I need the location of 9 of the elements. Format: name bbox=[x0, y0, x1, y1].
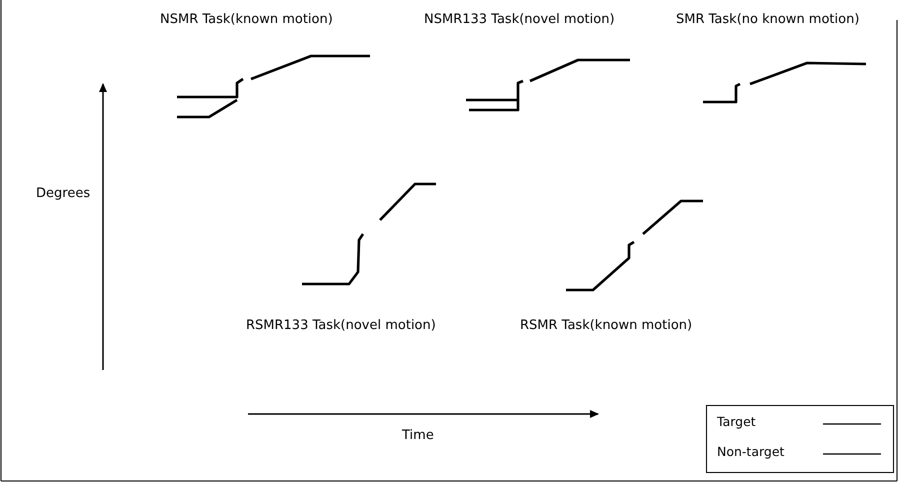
panel-title: RSMR133 Task(novel motion) bbox=[246, 318, 436, 333]
panel-title: SMR Task(no known motion) bbox=[676, 12, 860, 27]
axis-label: Time bbox=[402, 428, 434, 443]
legend-label: Non-target bbox=[717, 444, 784, 459]
axis-label: Degrees bbox=[36, 186, 90, 201]
panel-title: NSMR133 Task(novel motion) bbox=[424, 12, 615, 27]
panel-title: RSMR Task(known motion) bbox=[520, 318, 692, 333]
legend-label: Target bbox=[717, 414, 756, 429]
panel-title: NSMR Task(known motion) bbox=[160, 12, 333, 27]
